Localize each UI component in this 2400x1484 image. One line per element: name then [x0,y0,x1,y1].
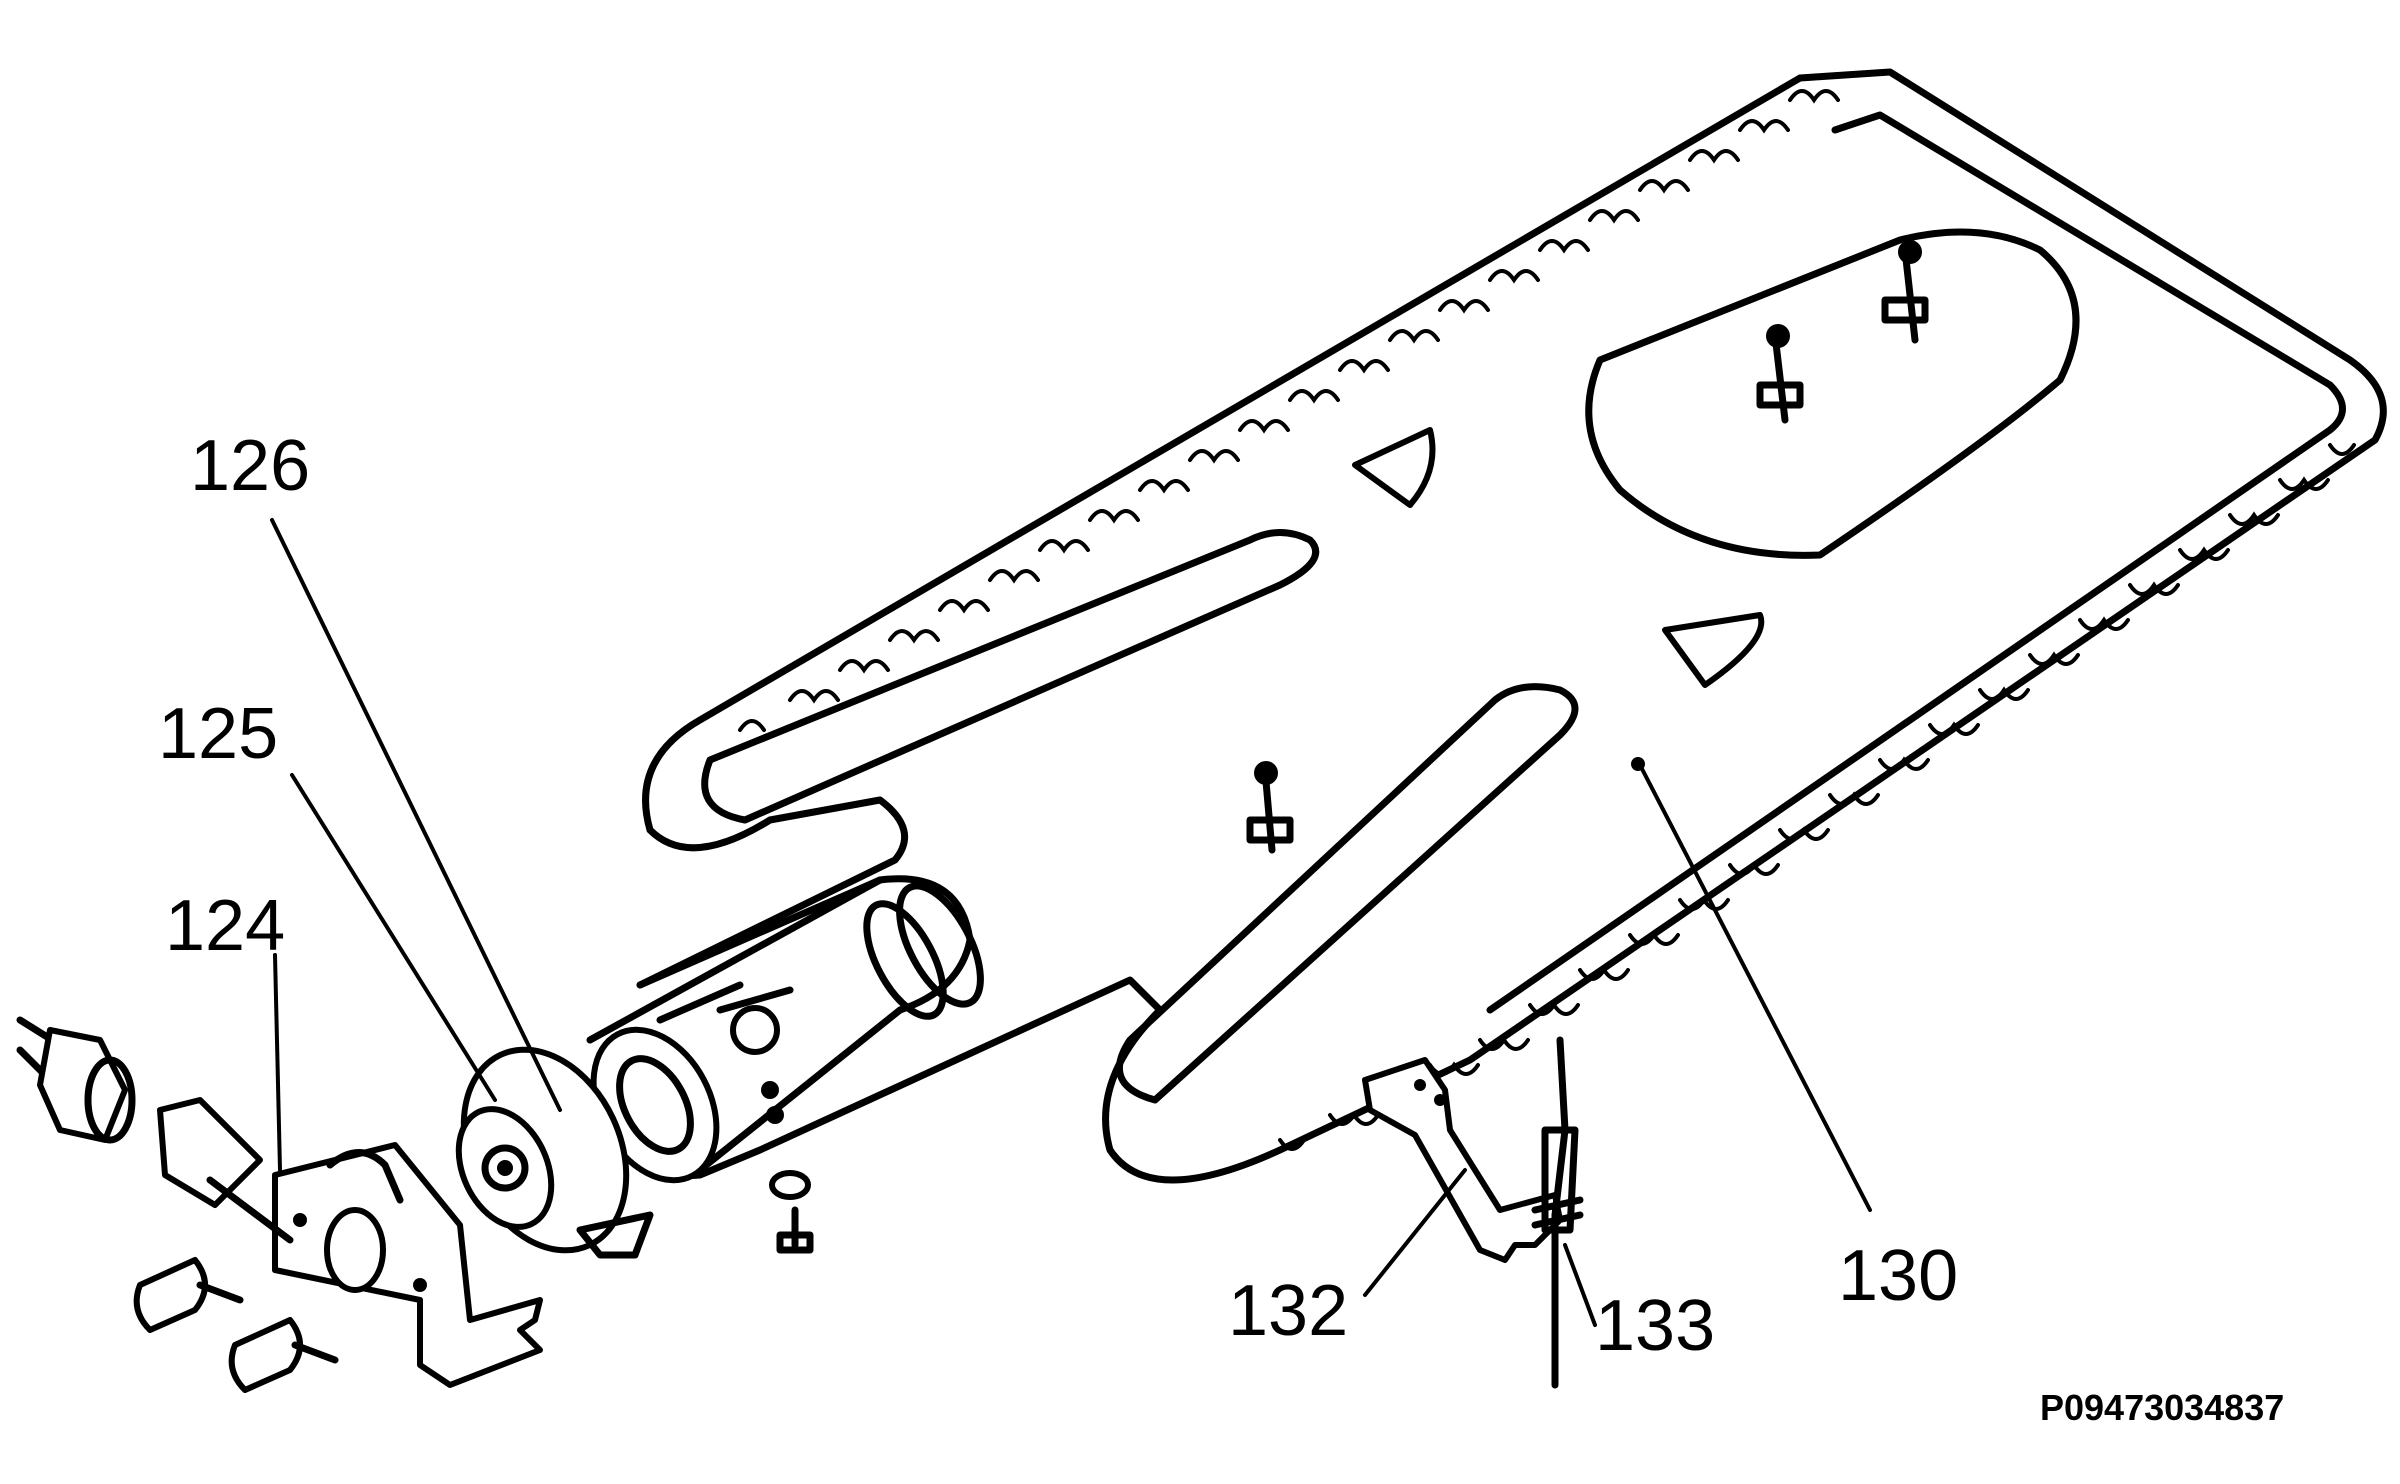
label-133: 133 [1595,1286,1716,1366]
part-124-bracket [272,1142,543,1388]
label-132: 132 [1228,1271,1349,1351]
gas-inlet-fitting [16,1016,294,1244]
burner-tray [636,68,2387,1184]
part-132-thermocouple-bracket [1362,1057,1563,1263]
part-125-injector [455,1106,555,1230]
burner-tube [586,875,984,1254]
label-124: 124 [165,886,286,966]
part-133-thermocouple [1531,1036,1584,1389]
label-125: 125 [158,694,279,774]
tray-mounting-screws [1246,240,1929,854]
loose-screws [133,1257,339,1393]
label-126: 126 [190,426,311,506]
drawing-code: P09473034837 [2040,1387,2285,1428]
label-130: 130 [1838,1236,1959,1316]
leader-lines [270,518,1872,1327]
